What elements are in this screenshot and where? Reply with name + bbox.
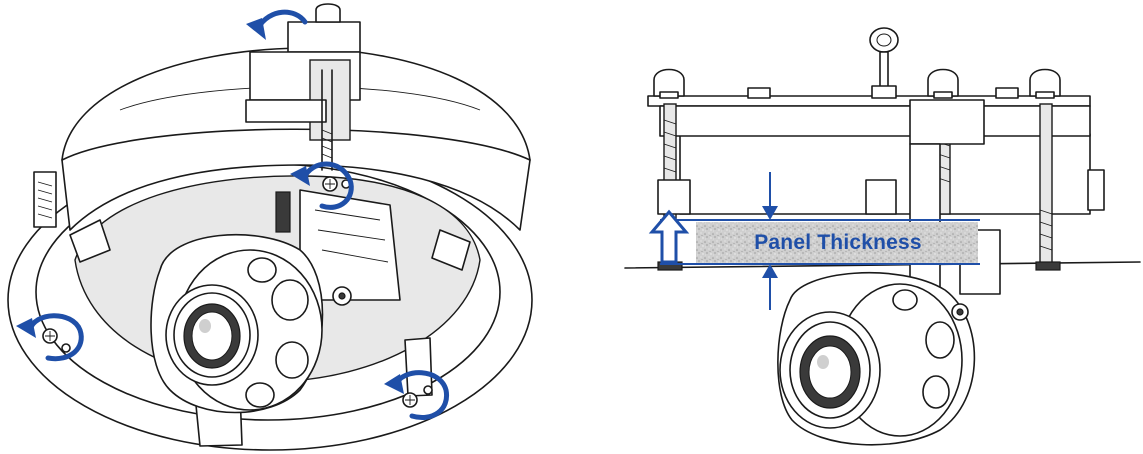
eye-bolt [869,27,899,99]
left-spring [33,171,57,228]
panel-thickness-band [696,222,978,264]
top-bracket [245,3,361,171]
screw-right [402,385,433,408]
threaded-rod-right [1039,103,1053,265]
camera-module-side [777,271,976,446]
acorn-nut [653,68,685,99]
dome-camera-perspective [7,3,533,451]
up-arrow-icon [648,209,690,264]
housing-can-rim [61,128,531,161]
panel-thickness-label: Panel Thickness [754,231,922,254]
rotate-arrow-icon [246,9,308,40]
circuit-board [275,189,401,301]
rotate-arrow-icon [290,161,354,210]
mount-bracket [909,99,985,145]
top-plate [647,95,1091,107]
acorn-nut [927,68,959,99]
side-view-assembly [624,27,1141,446]
rotate-arrow-icon [384,370,450,420]
dimension-arrow-icon [762,172,778,310]
acorn-nut [1029,68,1061,99]
screw-left [42,328,71,353]
camera-module [150,233,324,414]
rotate-arrow-icon [16,313,84,362]
